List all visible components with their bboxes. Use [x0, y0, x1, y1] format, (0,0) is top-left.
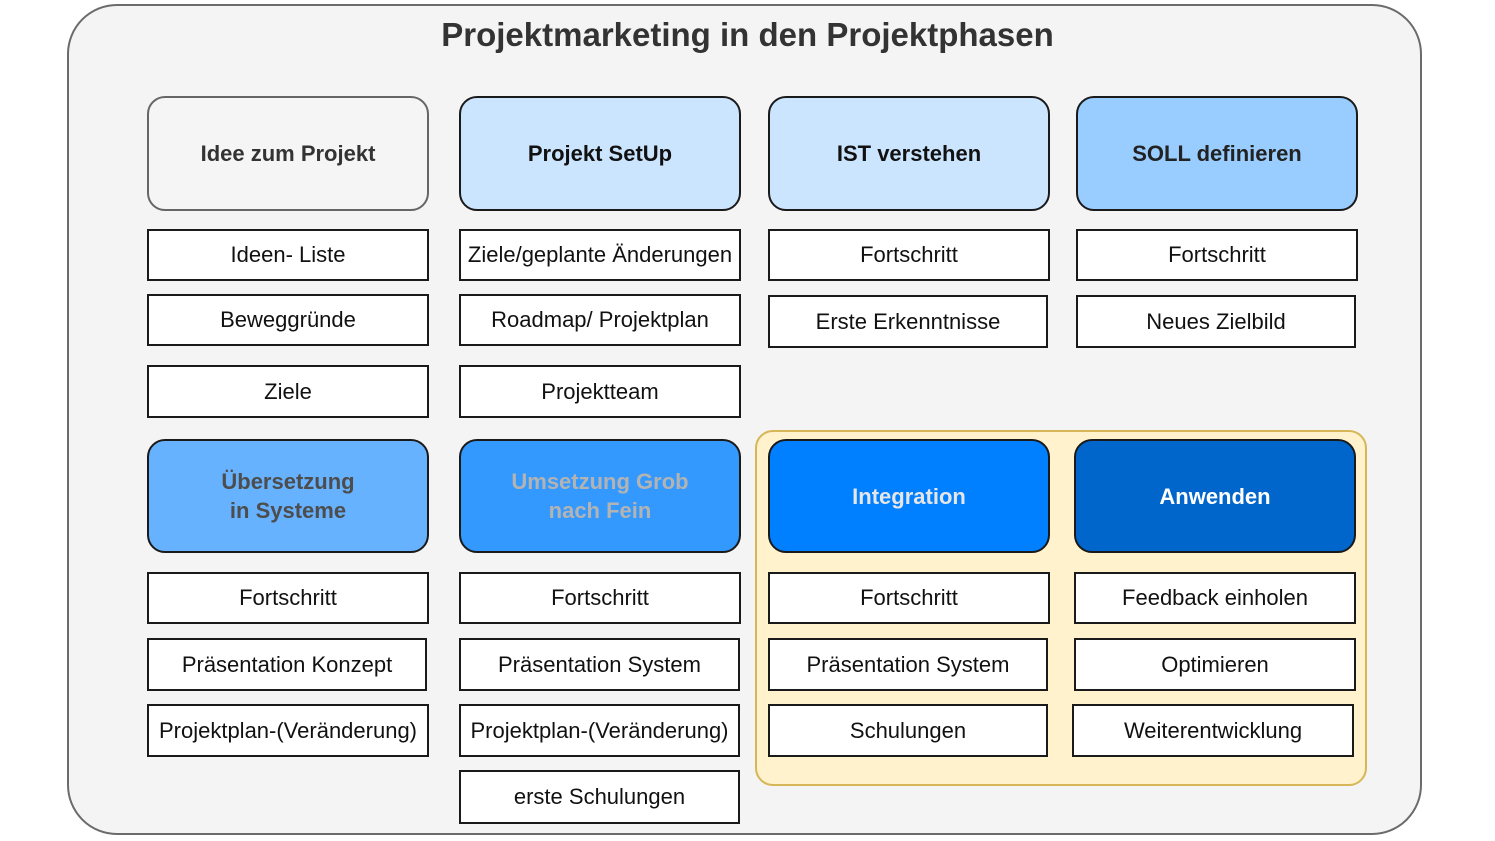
- item-weiterentwicklung: Weiterentwicklung: [1072, 704, 1354, 757]
- item-beweggruende: Beweggründe: [147, 294, 429, 346]
- item-roadmap-projektplan: Roadmap/ Projektplan: [459, 294, 741, 346]
- item-praesentation-system: Präsentation System: [459, 638, 740, 691]
- phase-uebersetzung-in-systeme: Übersetzung in Systeme: [147, 439, 429, 553]
- phase-umsetzung-grob-nach-fein: Umsetzung Grob nach Fein: [459, 439, 741, 553]
- phase-soll-definieren: SOLL definieren: [1076, 96, 1358, 211]
- item-ziele: Ziele: [147, 365, 429, 418]
- diagram-title: Projektmarketing in den Projektphasen: [441, 16, 1054, 53]
- item-projektplan-veraenderung: Projektplan-(Veränderung): [147, 704, 429, 757]
- item-fortschritt: Fortschritt: [1076, 229, 1358, 281]
- item-fortschritt: Fortschritt: [459, 572, 741, 624]
- item-praesentation-konzept: Präsentation Konzept: [147, 638, 427, 691]
- item-feedback-einholen: Feedback einholen: [1074, 572, 1356, 624]
- item-praesentation-system: Präsentation System: [768, 638, 1048, 691]
- item-erste-schulungen: erste Schulungen: [459, 770, 740, 824]
- item-ziele-geplante-aenderungen: Ziele/geplante Änderungen: [459, 229, 741, 281]
- item-schulungen: Schulungen: [768, 704, 1048, 757]
- item-fortschritt: Fortschritt: [768, 572, 1050, 624]
- phase-projekt-setup: Projekt SetUp: [459, 96, 741, 211]
- item-fortschritt: Fortschritt: [768, 229, 1050, 281]
- item-fortschritt: Fortschritt: [147, 572, 429, 624]
- phase-anwenden: Anwenden: [1074, 439, 1356, 553]
- phase-integration: Integration: [768, 439, 1050, 553]
- item-projektplan-veraenderung: Projektplan-(Veränderung): [459, 704, 740, 757]
- phase-ist-verstehen: IST verstehen: [768, 96, 1050, 211]
- item-ideen-liste: Ideen- Liste: [147, 229, 429, 281]
- phase-idee-zum-projekt: Idee zum Projekt: [147, 96, 429, 211]
- item-optimieren: Optimieren: [1074, 638, 1356, 691]
- item-erste-erkenntnisse: Erste Erkenntnisse: [768, 295, 1048, 348]
- item-projektteam: Projektteam: [459, 365, 741, 418]
- item-neues-zielbild: Neues Zielbild: [1076, 295, 1356, 348]
